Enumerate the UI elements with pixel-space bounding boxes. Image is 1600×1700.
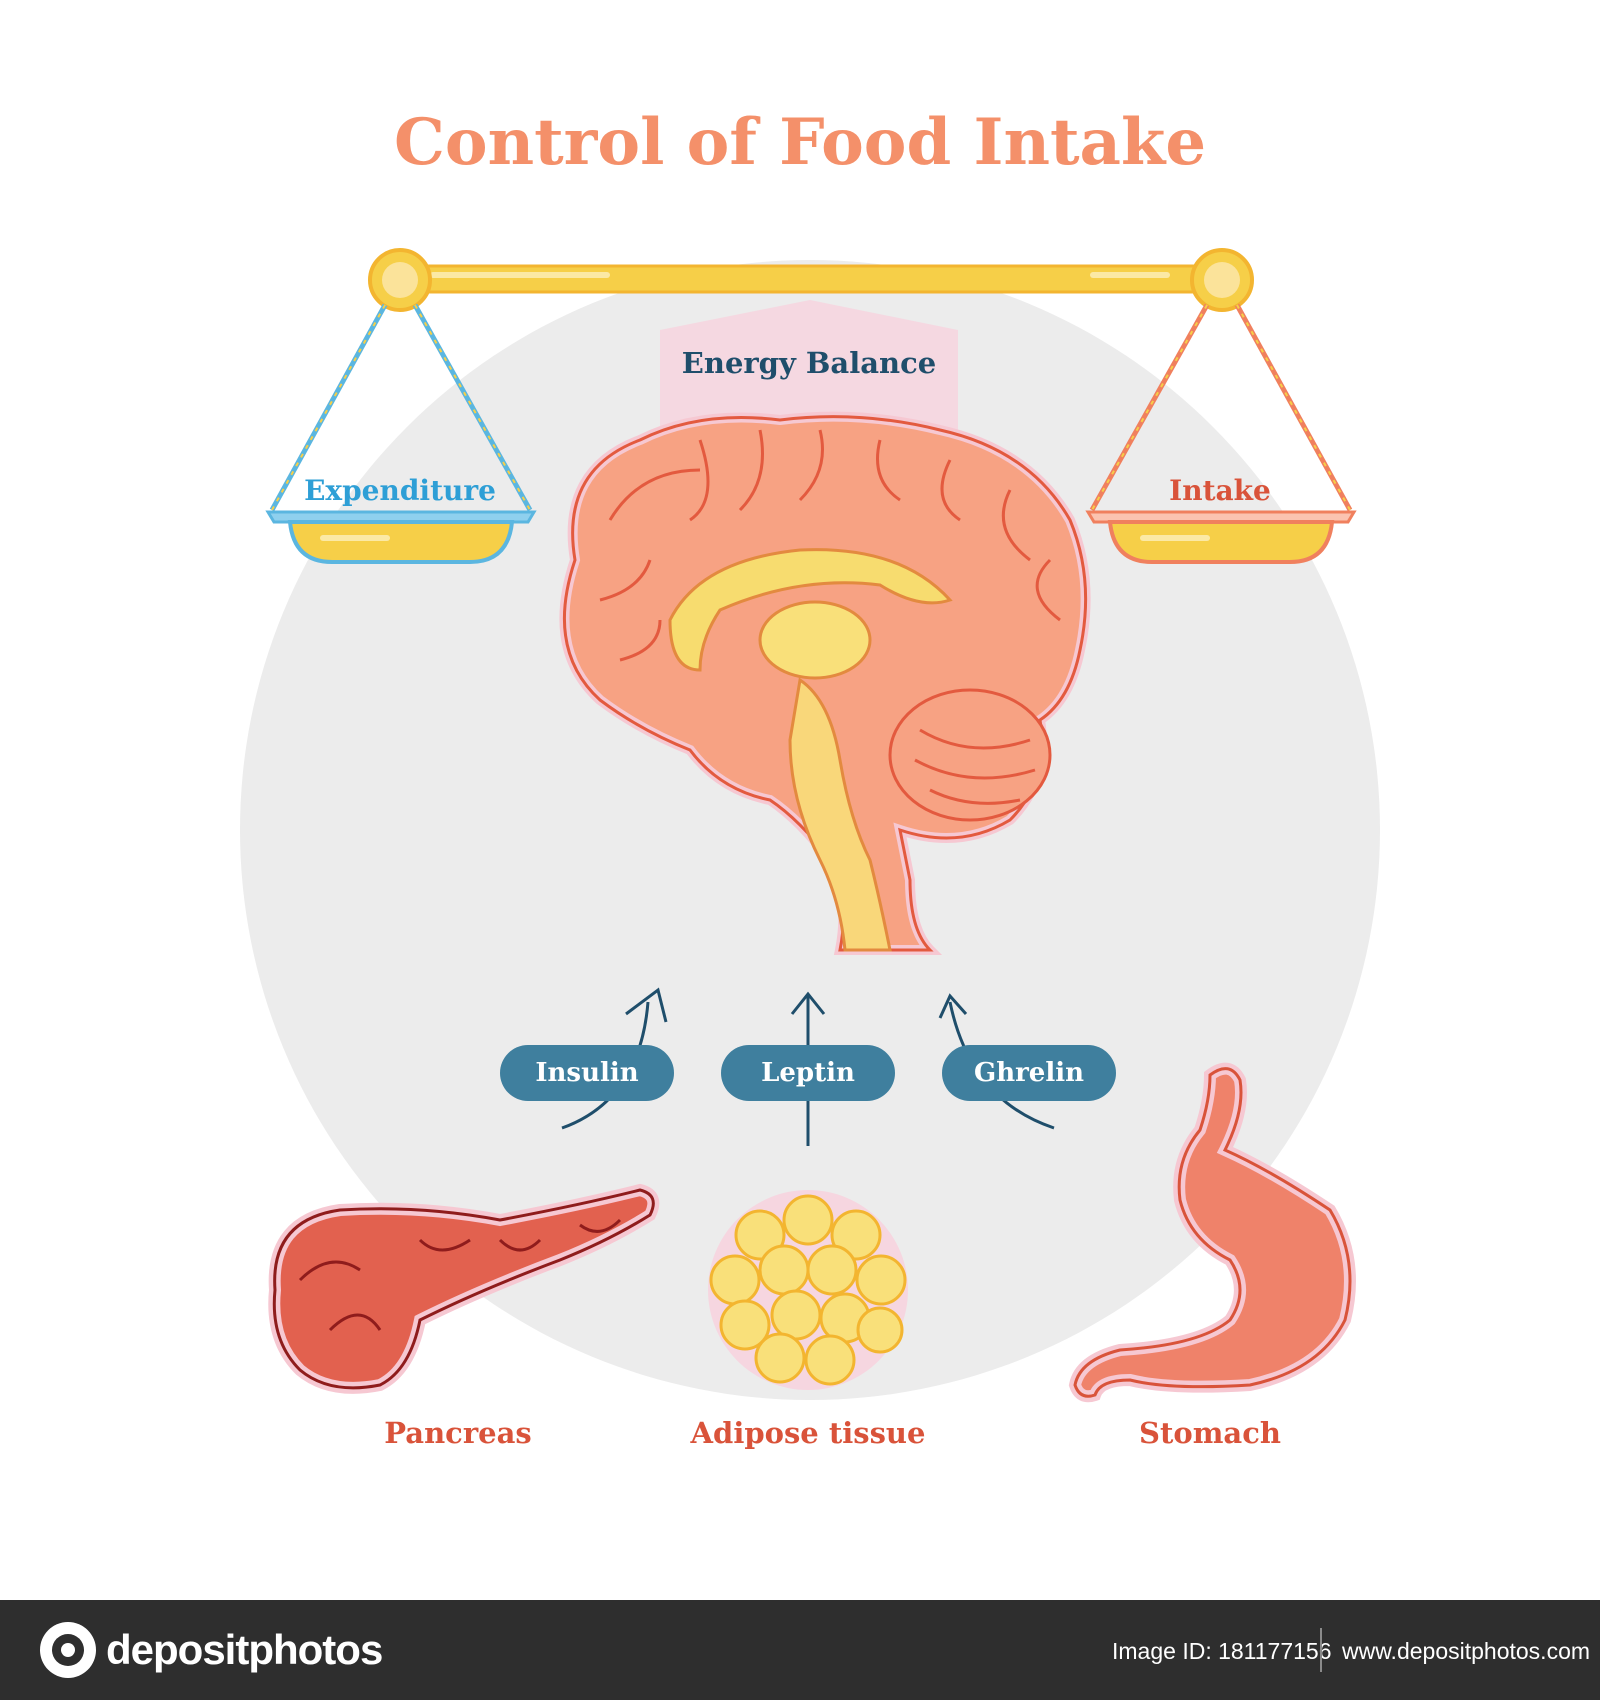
depositphotos-logo-icon xyxy=(40,1622,96,1678)
stomach-icon xyxy=(1068,1062,1356,1403)
diagram-canvas: Control of Food Intake Energy Balance Ex… xyxy=(240,105,1380,1450)
brain-icon xyxy=(559,411,1091,955)
scale-icon xyxy=(265,248,1357,564)
diagram-title: Control of Food Intake xyxy=(393,105,1207,180)
energy-balance-label: Energy Balance xyxy=(681,346,937,380)
insulin-pill: Insulin xyxy=(500,1045,674,1101)
leptin-pill: Leptin xyxy=(721,1045,895,1101)
adipose-tissue-icon xyxy=(708,1190,908,1390)
pancreas-label: Pancreas xyxy=(384,1416,532,1450)
stomach-label: Stomach xyxy=(1139,1416,1281,1450)
site-link[interactable]: www.depositphotos.com xyxy=(1342,1638,1591,1664)
pancreas-icon xyxy=(268,1183,660,1394)
adipose-tissue-label: Adipose tissue xyxy=(690,1416,926,1450)
footer-bar: depositphotos Image ID: 181177156 www.de… xyxy=(0,1600,1600,1700)
diagram-illustration xyxy=(240,248,1380,1403)
intake-label: Intake xyxy=(1169,474,1271,507)
expenditure-label: Expenditure xyxy=(304,474,496,507)
image-id: Image ID: 181177156 xyxy=(1112,1638,1332,1664)
brand-name: depositphotos xyxy=(106,1626,383,1673)
footer-divider xyxy=(1320,1628,1322,1672)
ghrelin-pill: Ghrelin xyxy=(942,1045,1116,1101)
